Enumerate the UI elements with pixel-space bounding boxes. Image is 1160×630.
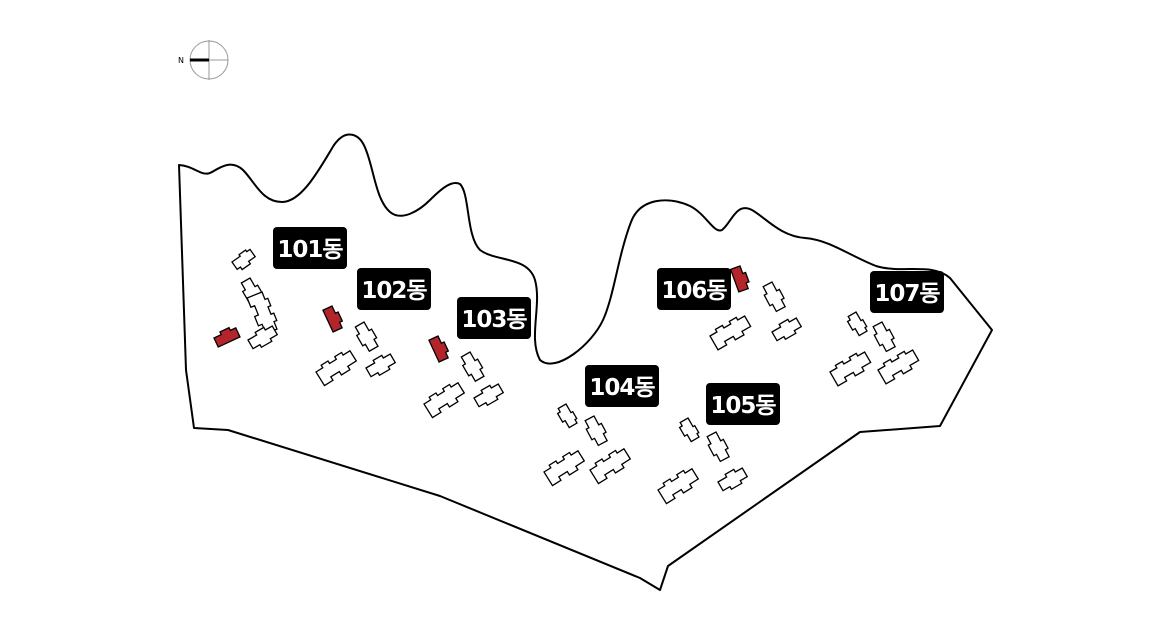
building-footprint (877, 349, 920, 385)
label-106-text: 106동 (661, 278, 727, 304)
building-footprint (584, 415, 609, 447)
label-102[interactable]: 102동 (357, 268, 431, 310)
building-footprint (717, 467, 749, 492)
label-107[interactable]: 107동 (870, 271, 944, 313)
label-105-box (706, 383, 780, 425)
building-footprint (762, 281, 787, 313)
label-104-text: 104동 (589, 375, 655, 401)
building-footprint (589, 447, 632, 485)
building-footprints (213, 248, 920, 505)
label-103-text: 103동 (461, 307, 527, 333)
north-arrow-icon: N (178, 40, 229, 80)
label-102-text: 102동 (361, 278, 427, 304)
label-105-text: 105동 (710, 393, 776, 419)
building-footprint (460, 351, 485, 383)
label-103-box (457, 297, 531, 339)
highlighted-building-footprint (322, 305, 344, 333)
building-footprint (354, 321, 379, 353)
building-footprint (872, 321, 897, 353)
building-footprint (246, 291, 278, 335)
label-103[interactable]: 103동 (457, 297, 531, 339)
label-101[interactable]: 101동 (273, 227, 347, 269)
building-footprint (706, 431, 731, 463)
highlighted-building-footprint (729, 265, 750, 293)
label-107-box (870, 271, 944, 313)
building-footprint (771, 317, 803, 342)
building-footprint (315, 349, 358, 387)
compass-north-label: N (178, 56, 184, 65)
site-boundary (178, 133, 993, 591)
building-footprint (829, 351, 872, 387)
building-footprint (678, 417, 700, 443)
building-footprint (543, 449, 586, 487)
building-footprint (657, 467, 700, 505)
building-footprint (231, 248, 257, 271)
building-footprint (556, 403, 578, 429)
building-footprint (709, 315, 752, 351)
highlighted-building-footprint (428, 335, 450, 363)
label-101-box (273, 227, 347, 269)
label-106-box (657, 268, 731, 310)
label-101-text: 101동 (277, 237, 343, 263)
building-footprint (365, 353, 397, 378)
building-footprint (423, 381, 466, 419)
label-104-box (585, 365, 659, 407)
label-105[interactable]: 105동 (706, 383, 780, 425)
label-107-text: 107동 (874, 281, 940, 307)
building-footprint (247, 325, 279, 350)
building-footprint (846, 311, 868, 337)
label-104[interactable]: 104동 (585, 365, 659, 407)
label-102-box (357, 268, 431, 310)
building-footprint (473, 383, 505, 408)
label-106[interactable]: 106동 (657, 268, 731, 310)
highlighted-building-footprint (213, 326, 241, 348)
